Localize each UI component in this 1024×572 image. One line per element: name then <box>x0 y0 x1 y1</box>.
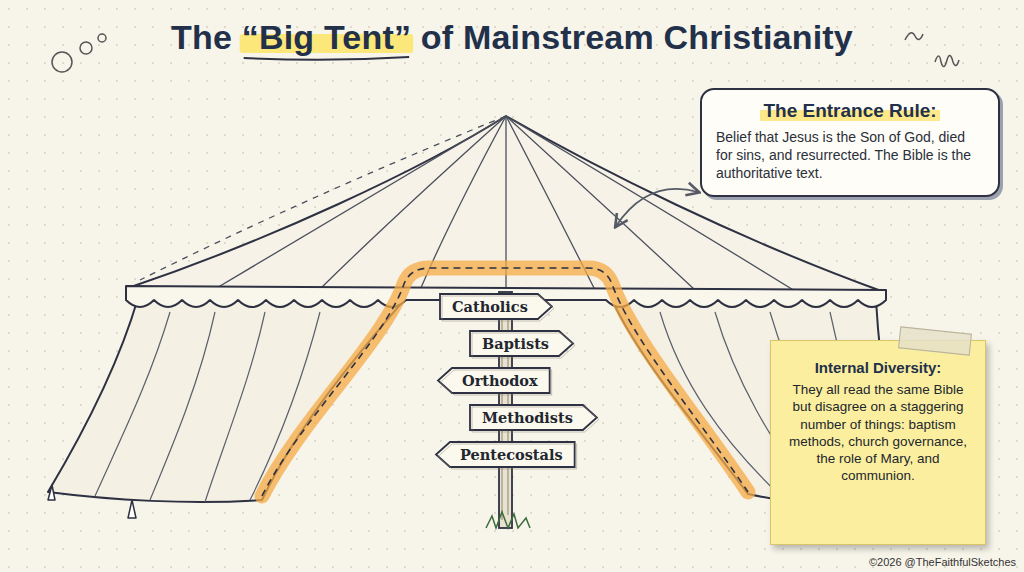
callout-box: The Entrance Rule: Belief that Jesus is t… <box>700 88 1000 197</box>
sign-sketch-line <box>440 370 552 395</box>
sticky-note: Internal Diversity: They all read the sam… <box>770 340 986 545</box>
signpost <box>486 512 530 528</box>
sign-outline <box>436 442 575 467</box>
squiggles <box>905 33 959 67</box>
sign-outline <box>438 368 550 393</box>
direction-sign: Orthodox <box>438 368 550 393</box>
curtain-folds <box>95 312 885 514</box>
copyright-label: ©2026 @TheFaithfulSketches <box>869 556 1016 568</box>
sign-sketch-line <box>438 444 577 469</box>
body-text: Belief that Jesus is the Son of God, die… <box>716 128 984 183</box>
sign-outline <box>440 294 552 319</box>
body-text: They all read the same Bible but disagre… <box>783 381 973 485</box>
sign-label: Methodists <box>482 409 573 426</box>
entrance-arch <box>262 268 748 496</box>
curtain-folds <box>205 312 265 502</box>
squiggles <box>905 33 923 40</box>
sign-outline <box>470 405 597 430</box>
curtain-folds <box>250 312 320 500</box>
entrance-arch <box>262 268 748 496</box>
entrance-arch <box>262 268 748 496</box>
heading: Internal Diversity: <box>783 359 973 376</box>
sign-label: Baptists <box>482 335 549 352</box>
direction-sign: Baptists <box>470 331 573 356</box>
sign-outline <box>470 331 573 356</box>
bubbles <box>52 52 72 72</box>
squiggles <box>935 55 959 66</box>
tent-stakes <box>48 485 55 500</box>
bubbles <box>80 42 92 54</box>
direction-sign: Pentecostals <box>436 442 575 467</box>
callout-leader <box>616 189 698 226</box>
curtain-folds <box>150 312 215 500</box>
title-underline <box>244 57 409 60</box>
bubbles <box>98 34 106 42</box>
left-curtain <box>48 298 404 502</box>
heading: The Entrance Rule: <box>716 100 984 122</box>
tent-stakes <box>48 485 136 518</box>
curtain-folds <box>95 312 170 496</box>
sign-sketch-line <box>472 333 575 358</box>
roof-seams <box>140 116 506 280</box>
bubbles <box>52 34 106 72</box>
sign-label: Pentecostals <box>460 446 563 463</box>
direction-sign: Catholics <box>440 294 552 319</box>
direction-sign: Methodists <box>470 405 597 430</box>
sign-sketch-line <box>442 296 554 321</box>
sign-label: Orthodox <box>462 372 538 389</box>
tent-stakes <box>128 500 136 518</box>
sign-sketch-line <box>472 407 599 432</box>
sign-label: Catholics <box>452 298 528 315</box>
title: The “Big Tent” of Mainstream Christianit… <box>0 18 1024 57</box>
